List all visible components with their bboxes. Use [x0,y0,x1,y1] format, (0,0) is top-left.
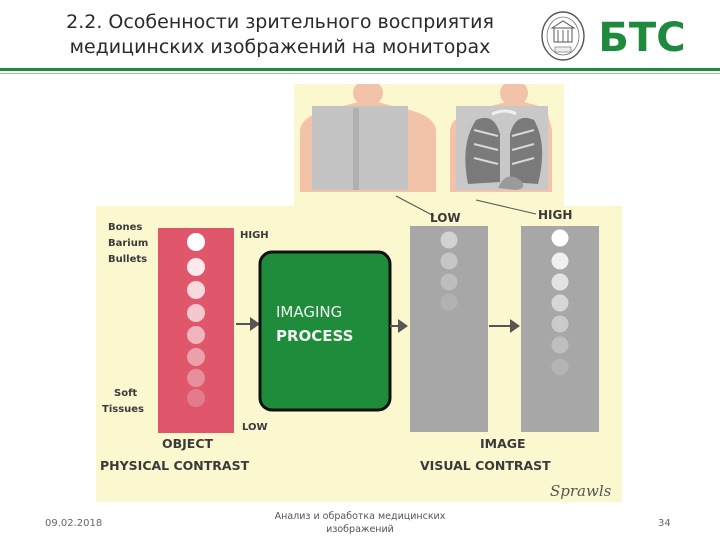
label-soft: Soft [114,388,137,399]
slide-title-line1: 2.2. Особенности зрительного восприятия [66,11,494,33]
image-low-dot [440,273,458,291]
object-contrast-dots [187,233,205,407]
footer-line2: изображений [326,524,394,535]
object-caption-line2: PHYSICAL CONTRAST [100,458,250,473]
footer-line1: Анализ и обработка медицинских [274,511,446,522]
process-label-line2: PROCESS [276,327,353,345]
imaging-contrast-diagram: Bones Barium Bullets Soft Tissues HIGH L… [96,84,622,502]
image-high-dot [551,294,569,312]
object-dot [187,258,205,276]
header-divider [0,68,720,71]
label-bullets: Bullets [108,254,147,265]
label-bones: Bones [108,222,142,233]
object-dot [187,348,205,366]
low-leader-line [395,195,435,217]
label-tissues: Tissues [102,404,144,415]
image-low-dot [440,231,458,249]
arrow-to-process-head [250,317,260,331]
object-dot [187,369,205,387]
image-high-dot [551,252,569,270]
chest-image-low-contrast [300,84,436,192]
page-number: 34 [658,518,671,529]
image-high-dot [551,273,569,291]
author-signature: Sprawls [550,482,612,500]
object-dot [187,304,205,322]
image-high-contrast-dots [551,229,569,376]
image-caption-line2: VISUAL CONTRAST [420,458,551,473]
chest-image-high-contrast [450,84,552,192]
imaging-process-box [258,250,392,412]
high-leader-line [475,199,537,215]
image-high-dot [551,358,569,376]
label-barium: Barium [108,238,148,249]
object-caption-line1: OBJECT [162,436,214,451]
image-high-dot [551,315,569,333]
slide-title: 2.2. Особенности зрительного восприятия … [40,10,520,60]
image-low-contrast-dots [440,231,458,311]
object-high-label: HIGH [240,230,269,241]
image-low-dot [440,293,458,311]
image-low-label: LOW [430,211,461,225]
object-dot [187,389,205,407]
process-label-line1: IMAGING [276,303,342,321]
btc-brand-logo: БТС [598,15,685,57]
image-high-dot [551,229,569,247]
image-low-dot [440,252,458,270]
btc-logo-text: БТС [598,15,685,57]
slide-title-line2: медицинских изображений на мониторах [69,36,491,58]
header-divider-thin [0,73,720,74]
image-high-dot [551,336,569,354]
footer-date: 09.02.2018 [45,518,103,529]
object-dot [187,326,205,344]
object-dot [187,233,205,251]
image-high-label: HIGH [538,208,572,222]
footer-course-title: Анализ и обработка медицинских изображен… [255,510,465,536]
object-low-label: LOW [242,422,268,433]
arrow-to-image-head [398,319,408,333]
image-caption-line1: IMAGE [480,436,526,451]
object-dot [187,281,205,299]
university-seal-logo [541,11,585,61]
arrow-between-images-head [510,319,520,333]
